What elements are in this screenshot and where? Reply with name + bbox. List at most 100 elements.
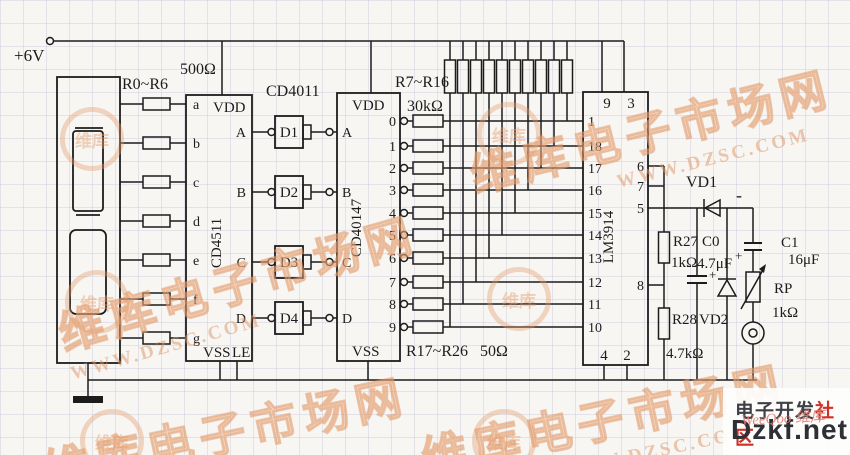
lm3914-pin-13: 13 <box>588 252 602 267</box>
cd40147-out-6: 6 <box>389 252 396 267</box>
cd40147-out-9: 9 <box>389 321 396 336</box>
signal-input-network <box>648 198 766 380</box>
cd40147-out-7: 7 <box>389 276 396 291</box>
pullup-resistors-r17-r26 <box>443 41 574 327</box>
lm3914-pin-16: 16 <box>588 184 602 199</box>
ic-cd40147 <box>336 92 401 380</box>
branding-community: 电子开发社区 <box>735 396 850 450</box>
cd4511-pin-g: g <box>193 332 200 347</box>
ic-lm3914 <box>582 91 649 380</box>
diode-vd1 <box>703 198 721 218</box>
cd40147-out-8: 8 <box>389 298 396 313</box>
label-r28: R28 <box>672 312 697 328</box>
cd4511-pin-C: C <box>237 256 246 271</box>
label-minus: - <box>736 185 742 205</box>
cd4511-pin-d: d <box>193 215 200 230</box>
label-c1-value: 16μF <box>788 252 819 268</box>
capacitor-c0 <box>687 275 707 284</box>
cd40147-out-0: 0 <box>389 115 396 130</box>
capacitor-c1 <box>744 242 762 251</box>
label-r7-r16: R7~R16 <box>395 74 449 91</box>
cd4511-pin-f: f <box>193 293 198 308</box>
lm3914-pin-14: 14 <box>588 229 602 244</box>
cd4511-vdd: VDD <box>213 100 246 116</box>
label-cd4011: CD4011 <box>266 83 320 100</box>
reference-divider <box>648 165 671 380</box>
cd4511-pin-e: e <box>193 254 199 269</box>
label-r28-value: 4.7kΩ <box>666 346 703 362</box>
cd4511-pin-D: D <box>236 312 246 327</box>
lm3914-pin-8: 8 <box>637 279 644 294</box>
cd40147-pin-C: C <box>342 256 351 271</box>
branding-backdrop <box>723 388 850 455</box>
label-r0-r6: R0~R6 <box>122 76 168 93</box>
seven-segment-display <box>56 76 121 364</box>
gate-d1 <box>252 115 337 149</box>
power-label: +6V <box>14 46 45 65</box>
gate-d4 <box>252 301 337 335</box>
output-rows-r7-r16 <box>399 114 583 334</box>
label-c0-plus: + <box>709 267 716 282</box>
input-jack <box>741 321 765 345</box>
cd40147-pin-D: D <box>342 312 352 327</box>
power-rail <box>45 36 625 95</box>
branding-community-dark: 电子开发 <box>735 401 816 422</box>
lm3914-pin-5: 5 <box>637 202 644 217</box>
resistor-r28 <box>657 307 671 340</box>
gate-d4-label: D4 <box>280 311 299 327</box>
lm3914-name: LM3914 <box>601 210 617 263</box>
cd40147-vdd: VDD <box>352 98 385 114</box>
gate-d2-label: D2 <box>280 185 298 201</box>
lm3914-pin-10: 10 <box>588 321 602 336</box>
label-vd2: VD2 <box>699 312 728 328</box>
branding-overlay-logo: WeeQoo 维库 <box>740 408 826 430</box>
segment-resistors-r0-r6 <box>120 97 186 345</box>
label-r17-r26: R17~R26 <box>406 343 468 360</box>
label-30k: 30kΩ <box>407 98 443 115</box>
power-terminal <box>45 36 55 46</box>
lm3914-pin-4: 4 <box>600 348 608 364</box>
gate-d2 <box>252 175 337 209</box>
branding-community-red: 社区 <box>735 401 836 449</box>
ground-rail <box>73 363 757 403</box>
ground-symbol <box>73 396 103 403</box>
lm3914-pin-6: 6 <box>637 160 644 175</box>
lm3914-pin-2: 2 <box>623 348 631 364</box>
lm3914-pin-12: 12 <box>588 276 602 291</box>
cd40147-vss: VSS <box>352 344 380 360</box>
label-c0-value: 4.7μF <box>697 256 732 272</box>
cd4511-pin-B: B <box>237 186 246 201</box>
cd40147-out-4: 4 <box>389 207 396 222</box>
label-50ohm: 50Ω <box>480 343 508 360</box>
label-c1: C1 <box>781 235 799 251</box>
label-c1-plus: + <box>735 248 742 263</box>
cd40147-pin-B: B <box>342 186 351 201</box>
label-r27: R27 <box>673 234 699 250</box>
diode-vd2 <box>716 278 738 297</box>
lm3914-pin-15: 15 <box>588 207 602 222</box>
cd4511-pin-A: A <box>236 126 247 141</box>
gate-d3-label: D3 <box>280 255 298 271</box>
branding-domain: Dzkf.net <box>731 414 848 445</box>
label-c0: C0 <box>702 234 720 250</box>
cd40147-out-3: 3 <box>389 184 396 199</box>
lm3914-pin-1: 1 <box>588 115 595 130</box>
cd40147-pin-A: A <box>342 126 353 141</box>
cd4511-name: CD4511 <box>209 218 225 268</box>
label-vd1: VD1 <box>686 174 717 191</box>
label-r27-value: 1kΩ <box>671 255 697 271</box>
cd40147-out-1: 1 <box>389 140 396 155</box>
cd40147-out-2: 2 <box>389 162 396 177</box>
lm3914-pin-7: 7 <box>637 180 644 195</box>
lm3914-pin-11: 11 <box>588 298 601 313</box>
cd4511-pin-a: a <box>193 98 200 113</box>
label-rp-value: 1kΩ <box>772 305 798 321</box>
cd40147-name: CD40147 <box>349 198 365 257</box>
resistor-r27 <box>657 231 671 264</box>
lm3914-pin-18: 18 <box>588 140 602 155</box>
cd4511-vss: VSS <box>203 345 231 361</box>
cd40147-out-5: 5 <box>389 229 396 244</box>
lm3914-pin-17: 17 <box>588 162 602 177</box>
